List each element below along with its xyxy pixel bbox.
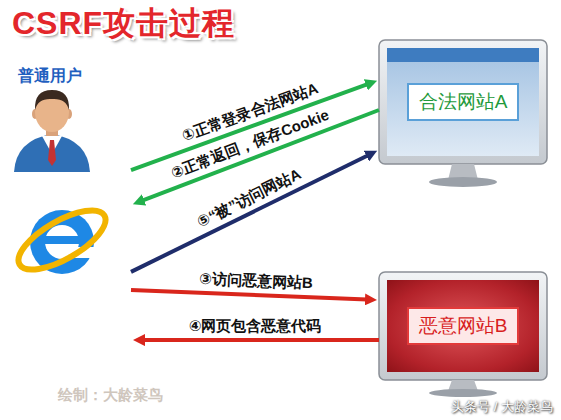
monitor-bezel [379,40,547,164]
user-hair [35,90,69,110]
flow-arrow [131,155,368,272]
site-label: 合法网站A [407,83,520,121]
browser-icon [10,199,114,281]
step-label: ④网页包含恶意代码 [187,317,324,335]
monitor-base [429,389,497,397]
website-screen: 恶意网站B [387,280,539,372]
flow-arrow [131,290,367,300]
actor-label: 普通用户 [18,66,82,85]
step-label: ③访问恶意网站B [197,270,315,293]
monitor-a [379,40,547,187]
site-label: 恶意网站B [407,307,520,345]
monitor-base [429,177,497,187]
author-credit: 绘制：大龄菜鸟 [58,386,163,405]
user-body [14,134,90,172]
monitor-b [379,272,547,397]
flow-arrow [143,338,379,342]
actor-group: 普通用户 [8,64,123,354]
user-tie [48,140,56,166]
browser-e-bar [45,236,79,244]
monitor-bezel [379,272,547,380]
watermark: 头条号 / 大龄菜鸟 [451,398,553,416]
browser-ring [10,199,114,281]
user-figure [14,90,90,172]
website-screen: 合法网站A [387,48,539,156]
diagram-title: CSRF攻击过程 [12,2,235,46]
